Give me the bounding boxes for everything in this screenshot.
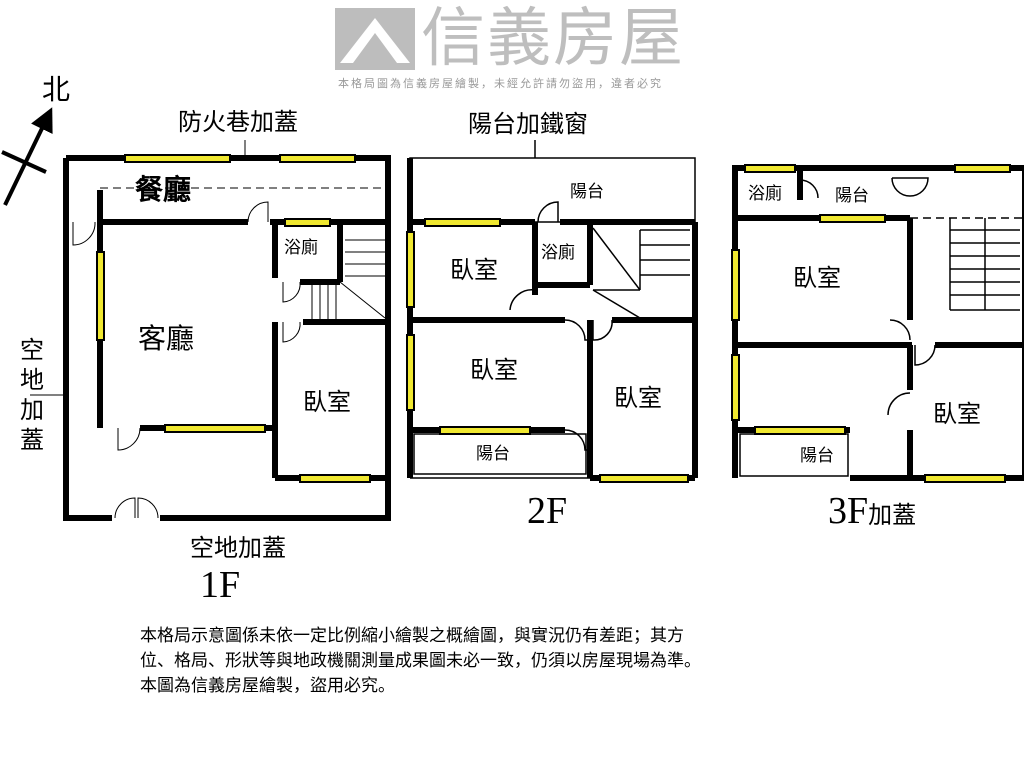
disclaimer-line: 位、格局、形狀等與地政機關測量成果圖未必一致，仍須以房屋現場為準。: [140, 651, 701, 671]
disclaimer: 本格局示意圖係未依一定比例縮小繪製之概繪圖，與實況仍有差距；其方 位、格局、形狀…: [140, 624, 900, 699]
room-balcony-top-3f: 陽台: [835, 186, 869, 206]
windows: [96, 154, 1011, 483]
floor1-walls: [63, 155, 391, 521]
room-bath-1f: 浴廁: [284, 238, 318, 258]
room-balcony-bottom-3f: 陽台: [800, 446, 834, 466]
room-bedroom-1f: 臥室: [303, 388, 351, 416]
room-balcony-bottom-2f: 陽台: [476, 444, 510, 464]
north-label: 北: [42, 73, 71, 106]
watermark-brand: 信義房屋: [421, 2, 685, 76]
room-bedroom2-2f: 臥室: [470, 356, 518, 384]
room-bath-3f: 浴廁: [748, 184, 782, 204]
floor3-label-number: 3F: [828, 490, 869, 532]
room-bedroom1-3f: 臥室: [793, 264, 841, 292]
floor1-top-label: 防火巷加蓋: [178, 108, 298, 136]
floor1-label: 1F: [200, 564, 241, 606]
disclaimer-line: 本格局示意圖係未依一定比例縮小繪製之概繪圖，與實況仍有差距；其方: [140, 626, 684, 646]
room-bath-2f: 浴廁: [541, 243, 575, 263]
floor2-details: [409, 140, 696, 479]
left-label-char: 地: [20, 366, 44, 394]
watermark-notice: 本格局圖為信義房屋繪製，未經允許請勿盜用，違者必究: [338, 77, 663, 90]
watermark-house-icon: [335, 8, 415, 70]
floor2-top-label: 陽台加鐵窗: [468, 110, 588, 138]
floor1-left-label: 空地加蓋: [20, 335, 44, 455]
floor3-details: [739, 177, 1024, 477]
floor1-details: [30, 140, 388, 519]
watermark-logo: 信義房屋: [335, 6, 685, 72]
room-bedroom2-3f: 臥室: [933, 400, 981, 428]
compass-arrow-icon: [1, 107, 53, 206]
floor3-label-suffix: 加蓋: [868, 501, 917, 529]
left-label-char: 蓋: [20, 426, 44, 454]
floor1-bottom-label: 空地加蓋: [190, 534, 286, 562]
disclaimer-line: 本圖為信義房屋繪製，盜用必究。: [140, 676, 395, 696]
left-label-char: 加: [20, 396, 44, 424]
room-bedroom3-2f: 臥室: [614, 384, 662, 412]
floor2-label: 2F: [527, 490, 568, 532]
left-label-char: 空: [20, 336, 44, 364]
room-living: 客廳: [138, 322, 195, 355]
floor3-label: 3F加蓋: [828, 492, 916, 530]
room-dining: 餐廳: [135, 173, 192, 206]
room-balcony-top-2f: 陽台: [570, 182, 604, 202]
room-bedroom1-2f: 臥室: [450, 256, 498, 284]
